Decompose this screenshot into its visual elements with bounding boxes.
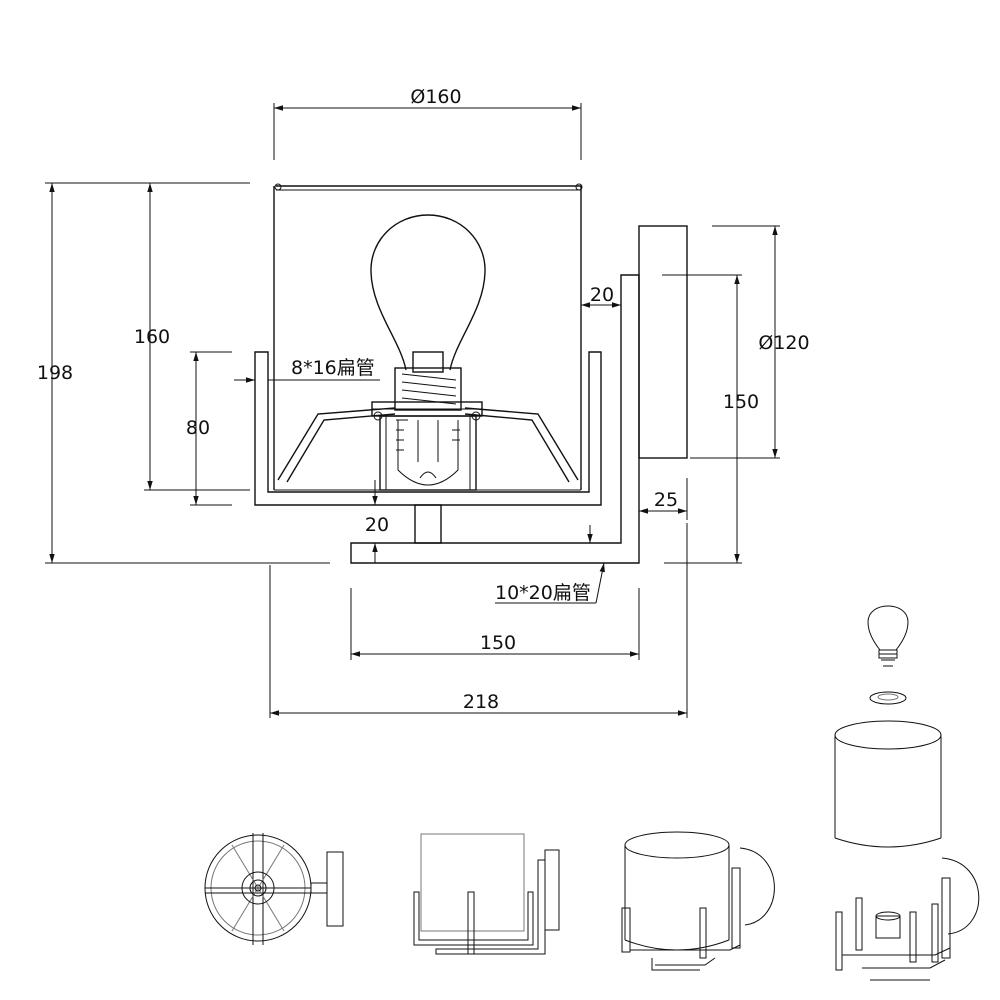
dim-gap-side: 20 <box>581 284 621 308</box>
exploded-view <box>834 605 980 981</box>
perspective-view <box>621 831 775 971</box>
label-height-shade: 160 <box>134 326 170 348</box>
wall-arm <box>350 274 640 564</box>
label-depth-plate: 25 <box>654 489 678 511</box>
dimensions: Ø160 198 160 80 8*16扁管 <box>37 86 810 718</box>
label-arm-length: 150 <box>480 632 516 654</box>
label-diameter-plate: Ø120 <box>758 332 809 354</box>
wall-plate <box>638 225 688 459</box>
label-height-total: 198 <box>37 362 73 384</box>
dim-depth-plate: 25 <box>638 478 688 520</box>
dim-height-cage: 80 <box>186 351 232 506</box>
dim-height-plate: 150 <box>662 274 759 564</box>
dim-arm-length: 150 <box>350 588 640 660</box>
label-tube-bottom: 10*20扁管 <box>495 582 591 604</box>
lamp-shade <box>273 183 583 491</box>
top-view <box>204 833 344 945</box>
dim-diameter-plate: Ø120 <box>690 225 810 459</box>
front-view <box>413 833 560 955</box>
dim-height-shade: 160 <box>134 183 250 491</box>
label-height-plate: 150 <box>723 391 759 413</box>
dim-total-depth: 218 <box>269 523 688 718</box>
light-bulb <box>370 214 486 373</box>
label-diameter-shade: Ø160 <box>410 86 461 108</box>
label-gap-bottom: 20 <box>365 514 389 536</box>
dim-tube-top: 8*16扁管 <box>234 357 380 383</box>
lamp-socket <box>371 367 483 491</box>
label-gap-side: 20 <box>590 284 614 306</box>
dim-height-total: 198 <box>37 182 330 564</box>
stem <box>414 504 442 544</box>
label-tube-top: 8*16扁管 <box>291 357 375 379</box>
label-height-cage: 80 <box>186 417 210 439</box>
label-total-depth: 218 <box>463 691 499 713</box>
shade-cage <box>277 407 579 483</box>
main-elevation <box>254 183 688 564</box>
dim-gap-bottom: 20 <box>363 480 593 563</box>
u-frame <box>254 351 602 506</box>
dim-tube-bottom: 10*20扁管 <box>495 562 605 604</box>
dim-diameter-shade: Ø160 <box>273 86 582 160</box>
